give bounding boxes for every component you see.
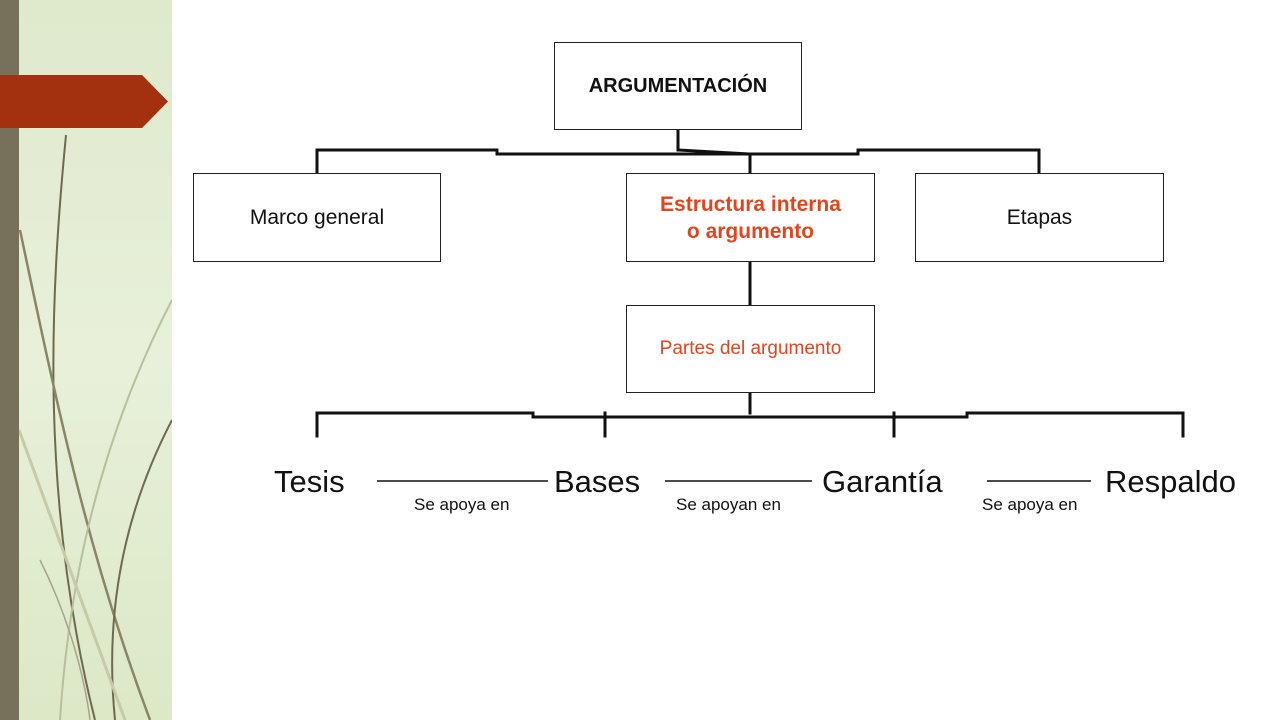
estructura-interna-line1: Estructura interna	[660, 192, 841, 216]
red-arrow-tab	[0, 75, 168, 128]
partes-argumento-box: Partes del argumento	[626, 305, 875, 393]
root-node-label: ARGUMENTACIÓN	[588, 74, 768, 97]
relation-bases-garantia: Se apoyan en	[676, 495, 781, 514]
etapas-box: Etapas	[915, 173, 1164, 262]
partes-argumento-label: Partes del argumento	[659, 338, 842, 359]
relation-garantia-respaldo: Se apoya en	[982, 495, 1078, 514]
term-tesis: Tesis	[274, 464, 345, 499]
term-garantia: Garantía	[822, 464, 943, 499]
marco-general-label: Marco general	[249, 205, 385, 229]
marco-general-box: Marco general	[193, 173, 441, 262]
term-bases: Bases	[554, 464, 641, 499]
estructura-interna-line2: o argumento	[686, 219, 815, 243]
root-node-box: ARGUMENTACIÓN	[554, 42, 802, 130]
relation-tesis-bases: Se apoya en	[414, 495, 510, 514]
dark-strip	[0, 0, 19, 720]
etapas-label: Etapas	[1006, 205, 1073, 229]
grass-decoration	[17, 134, 172, 720]
term-respaldo: Respaldo	[1105, 464, 1236, 499]
slide-decoration-panel	[0, 0, 172, 720]
estructura-interna-box: Estructura interna o argumento	[626, 173, 875, 262]
